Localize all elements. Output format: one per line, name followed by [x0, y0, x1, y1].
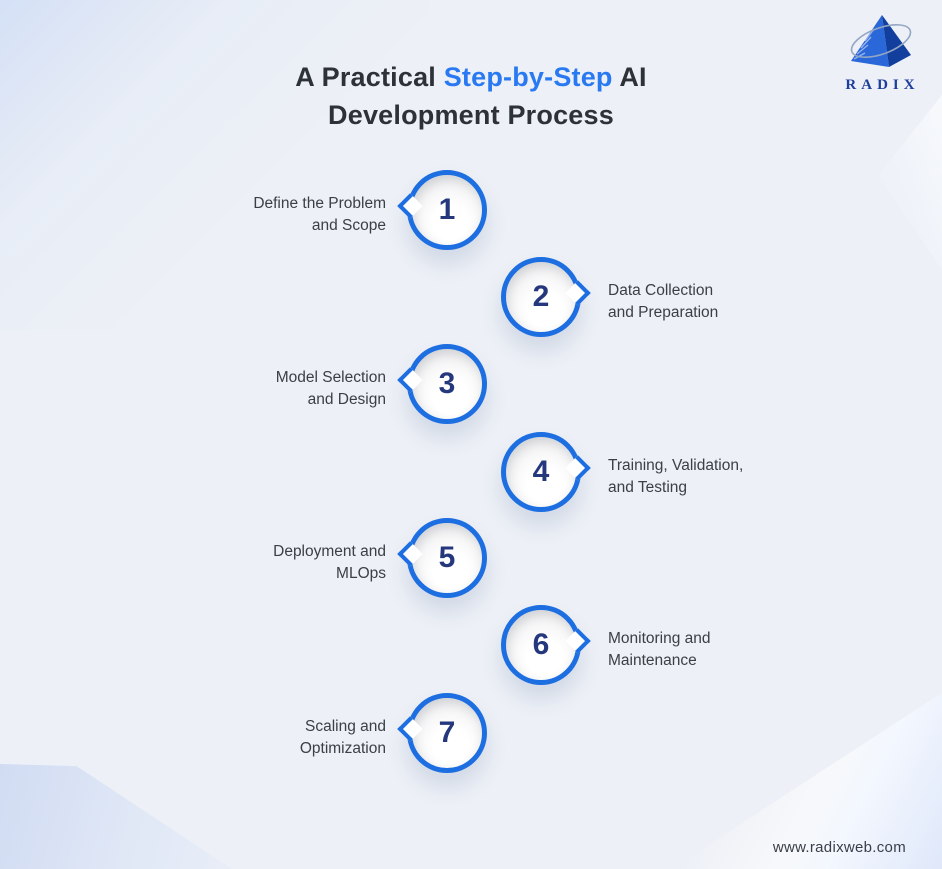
radix-pyramid-icon [850, 15, 912, 67]
step-3-number: 3 [438, 367, 456, 400]
step-5-circle: 5 [397, 518, 487, 598]
step-7-number: 7 [438, 716, 456, 749]
title-highlight: Step-by-Step [443, 62, 613, 92]
step-label-line2: and Preparation [608, 304, 719, 321]
step-3-label: Model Selection and Design [136, 367, 386, 411]
step-2-label: Data Collection and Preparation [608, 280, 878, 324]
step-label-line2: Maintenance [608, 652, 697, 669]
step-5-number: 5 [438, 541, 456, 574]
step-label-line1: Define the Problem [253, 195, 386, 212]
step-label-line1: Monitoring and [608, 630, 711, 647]
website-url: www.radixweb.com [772, 839, 906, 856]
step-7-circle: 7 [397, 693, 487, 773]
step-label-line2: Optimization [299, 740, 386, 757]
title-part1: A Practical [295, 62, 437, 92]
arrow-left-icon [397, 367, 423, 393]
step-1-circle: 1 [397, 170, 487, 250]
step-1-label: Define the Problem and Scope [136, 193, 386, 237]
title-line-1: A Practical Step-by-Step AI [0, 58, 942, 96]
step-label-line1: Deployment and [273, 543, 386, 560]
step-2-circle: 2 [501, 257, 591, 337]
page-title: A Practical Step-by-Step AI Development … [0, 58, 942, 134]
step-label-line2: MLOps [336, 565, 386, 582]
step-6-label: Monitoring and Maintenance [608, 628, 878, 672]
title-part2: AI [619, 62, 647, 92]
background-gradient-top-left [0, 0, 430, 330]
step-label-line1: Model Selection [275, 369, 386, 386]
step-6-number: 6 [532, 628, 550, 661]
step-7-label: Scaling and Optimization [136, 716, 386, 760]
background-shape-bottom-left [0, 764, 232, 869]
step-label-line1: Training, Validation, [608, 457, 744, 474]
brand-name: RADIX [845, 77, 920, 93]
step-label-line2: and Scope [311, 217, 386, 234]
step-label-line2: and Testing [608, 479, 687, 496]
title-line-2: Development Process [328, 100, 614, 130]
arrow-right-icon [565, 280, 591, 306]
step-4-label: Training, Validation, and Testing [608, 455, 878, 499]
step-2-number: 2 [532, 280, 550, 313]
step-label-line2: and Design [307, 391, 386, 408]
step-4-number: 4 [532, 455, 550, 488]
arrow-left-icon [397, 541, 423, 567]
step-4-circle: 4 [501, 432, 591, 512]
brand-logo: RADIX [828, 12, 932, 94]
step-label-line1: Data Collection [608, 282, 714, 299]
background-band-bottom-right [671, 692, 942, 869]
arrow-left-icon [397, 716, 423, 742]
step-6-circle: 6 [501, 605, 591, 685]
step-label-line1: Scaling and [304, 718, 386, 735]
step-1-number: 1 [438, 193, 456, 226]
step-5-label: Deployment and MLOps [136, 541, 386, 585]
arrow-right-icon [565, 455, 591, 481]
step-3-circle: 3 [397, 344, 487, 424]
arrow-right-icon [565, 628, 591, 654]
